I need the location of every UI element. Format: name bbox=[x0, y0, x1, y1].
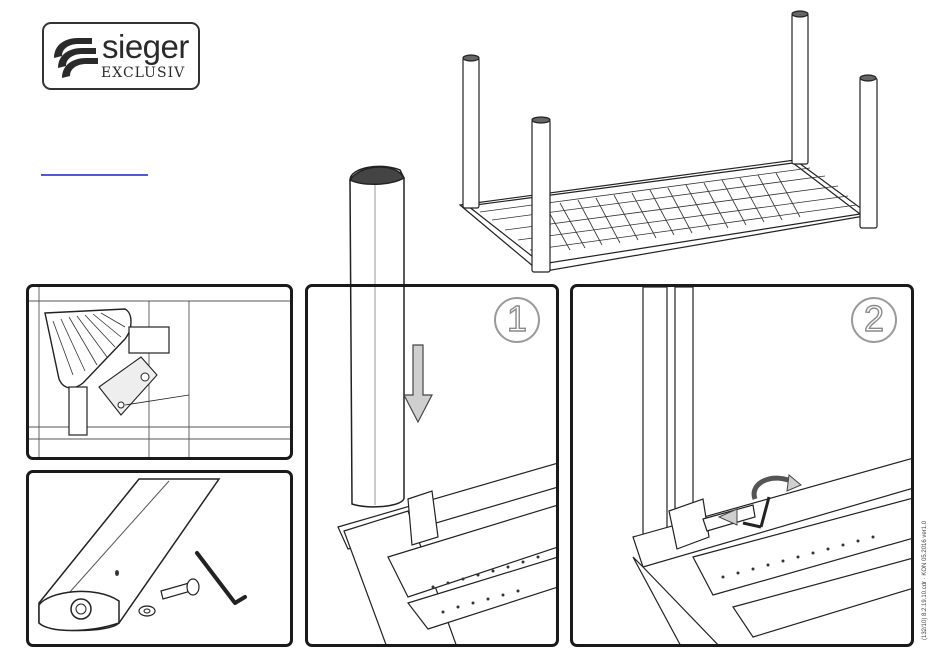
brand-logo: sieger EXCLUSIV bbox=[42, 22, 200, 90]
corner-detail-illustration bbox=[29, 287, 293, 460]
step-number-1: 1 bbox=[494, 297, 540, 343]
parts-illustration bbox=[29, 473, 293, 647]
parts-panel bbox=[26, 470, 293, 647]
document-code: (132/10) 8.2.19.10.cdr · KON 05.2016 ver… bbox=[922, 521, 928, 640]
step2-illustration bbox=[573, 287, 914, 647]
brand-logo-mark bbox=[44, 24, 104, 88]
step2-panel: 2 bbox=[570, 284, 914, 647]
brand-name: sieger bbox=[102, 28, 189, 66]
detail-panel-corner bbox=[26, 284, 293, 460]
link-underline bbox=[41, 174, 148, 176]
step1-panel: 1 bbox=[305, 284, 559, 647]
brand-subtitle: EXCLUSIV bbox=[101, 65, 185, 81]
step-number-2: 2 bbox=[851, 297, 897, 343]
